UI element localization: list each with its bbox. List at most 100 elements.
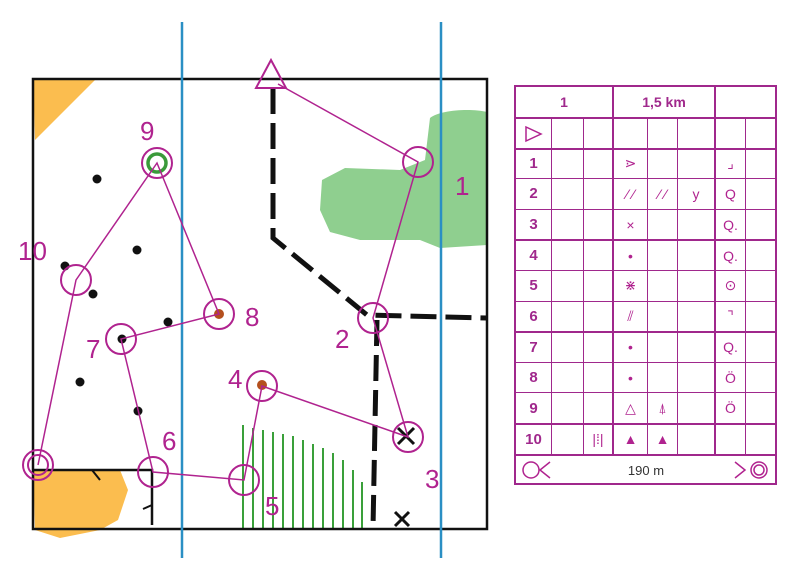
control-code: 2 (516, 179, 552, 209)
other-info (746, 425, 774, 454)
open-land-top-left (33, 80, 95, 140)
feature-extra (648, 241, 678, 270)
control-number-2: 2 (335, 324, 349, 354)
sheet-cell (678, 119, 716, 148)
feature-detail (678, 241, 716, 270)
course-climb (716, 87, 774, 117)
feature-detail (678, 425, 716, 454)
control-number-7: 7 (86, 334, 100, 364)
which-feature (584, 149, 614, 179)
control-circle-6 (137, 456, 169, 488)
other-info (746, 302, 774, 332)
control-number-10: 10 (18, 236, 47, 266)
undergrowth-stripes (242, 425, 363, 528)
control-code: 3 (516, 209, 552, 240)
feature-symbol: ▲ (614, 425, 648, 454)
control-code: 7 (516, 333, 552, 362)
position-symbol: ⌟ (716, 149, 746, 179)
position-symbol: Ö (716, 362, 746, 393)
description-row: 3×Q. (516, 208, 775, 240)
code-cell (552, 301, 584, 332)
sheet-cell (552, 119, 584, 148)
position-symbol: Q. (716, 241, 746, 270)
feature-extra: ▲ (648, 425, 678, 454)
sheet-cell (716, 119, 746, 148)
finish-distance: 190 m (627, 462, 665, 478)
feature-detail (678, 149, 716, 179)
other-info (746, 210, 774, 240)
control-number-1: 1 (455, 171, 469, 201)
control-code: 1 (516, 149, 552, 179)
feature-symbol: × (614, 209, 648, 240)
control-circle-5 (228, 464, 260, 496)
description-row: 4•Q. (516, 239, 775, 270)
which-feature (584, 362, 614, 393)
control-number-5: 5 (265, 491, 279, 521)
feature-extra (648, 362, 678, 393)
position-symbol: ⌝ (716, 301, 746, 332)
feature-extra (648, 271, 678, 301)
sheet-cell (614, 119, 648, 148)
code-cell (552, 209, 584, 240)
position-symbol: ⊙ (716, 271, 746, 301)
code-cell (552, 393, 584, 423)
description-row: 8•Ö (516, 361, 775, 393)
start-triangle-icon (525, 125, 543, 143)
feature-symbol: ⫽ (614, 301, 648, 332)
finish-circle-inner (27, 454, 49, 476)
code-cell (552, 362, 584, 393)
feature-extra (648, 209, 678, 240)
feature-extra (648, 301, 678, 332)
control-circle-4 (246, 370, 278, 402)
control-circles (22, 146, 434, 496)
start-triangle-icon (254, 57, 288, 89)
control-number-8: 8 (245, 302, 259, 332)
position-symbol: Ö (716, 393, 746, 423)
green-circle-feature (146, 152, 168, 174)
control-circle-1 (402, 146, 434, 178)
description-row: 10|⁞|▲▲ (516, 423, 775, 454)
control-code: 9 (516, 393, 552, 423)
description-row: 7 • Q. (516, 331, 775, 362)
code-cell (552, 241, 584, 270)
feature-extra: ⁄ ⁄ (648, 179, 678, 209)
feature-symbol: ⋇ (614, 271, 648, 301)
which-feature (584, 209, 614, 240)
control-circle-10 (60, 264, 92, 296)
description-row: 1⋗⌟ (516, 147, 775, 179)
other-info (746, 150, 774, 179)
control-number-6: 6 (162, 426, 176, 456)
finish-double-circle-icon (734, 461, 768, 479)
other-info (746, 393, 774, 423)
code-cell (552, 425, 584, 454)
which-feature (584, 393, 614, 423)
position-symbol: Q (716, 179, 746, 209)
feature-symbol: ⁄ ⁄ (614, 179, 648, 209)
control-code: 4 (516, 241, 552, 270)
feature-detail: y (678, 179, 716, 209)
sheet-cell (648, 119, 678, 148)
finish-circle-outer (22, 449, 54, 481)
other-info (746, 271, 774, 301)
feature-symbol: △ (614, 393, 648, 423)
code-cell (552, 179, 584, 209)
other-info (746, 179, 774, 209)
feature-symbol: • (614, 333, 648, 362)
open-land-bottom-left (33, 470, 128, 538)
which-feature (584, 271, 614, 301)
feature-detail (678, 209, 716, 240)
feature-detail (678, 362, 716, 393)
code-cell (552, 271, 584, 301)
control-number-4: 4 (228, 364, 242, 394)
feature-symbol: • (614, 362, 648, 393)
control-circle-7 (105, 323, 137, 355)
sheet-cell (746, 119, 774, 148)
other-info (746, 333, 774, 362)
green-vegetation (320, 110, 487, 248)
course-number: 1 (516, 87, 614, 117)
control-code: 5 (516, 271, 552, 301)
course-length: 1,5 km (614, 87, 716, 117)
position-symbol: Q. (716, 333, 746, 362)
